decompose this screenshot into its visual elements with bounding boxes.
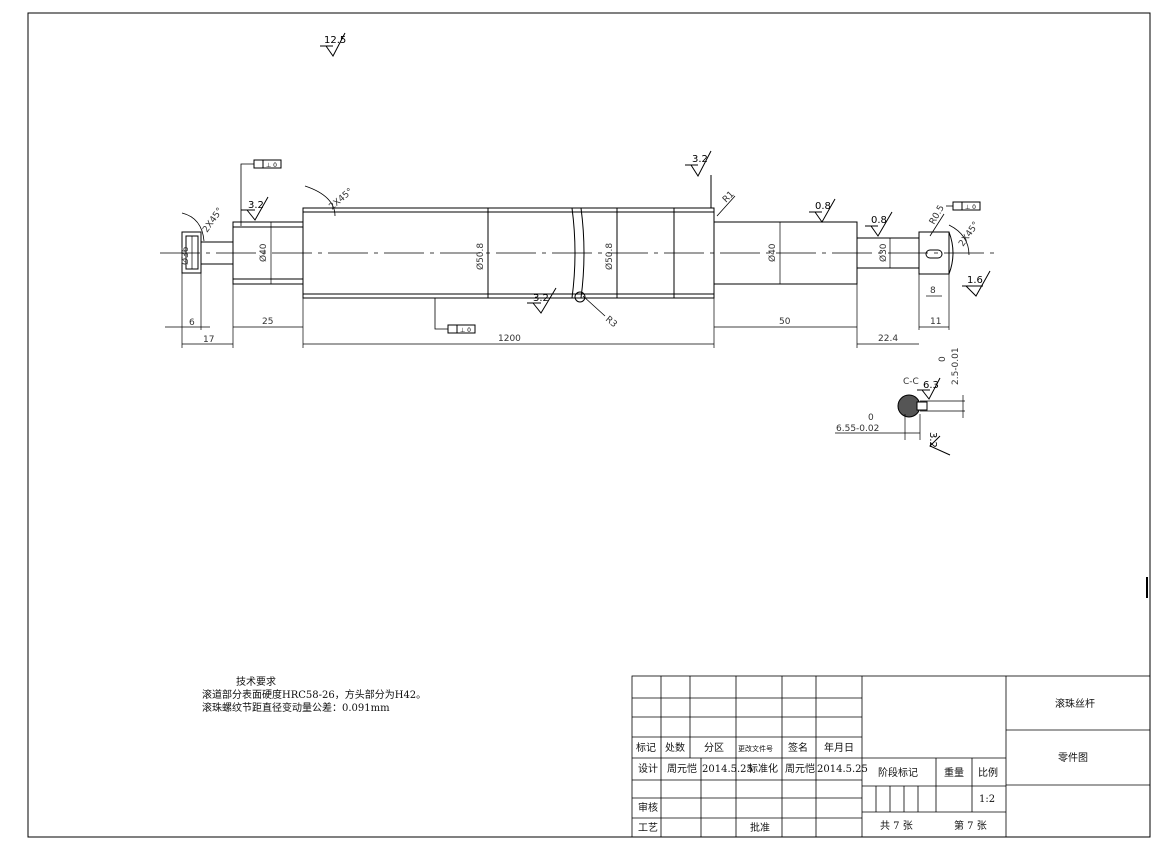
sheet-border [27, 12, 1151, 838]
dia-end: Ø36 [180, 246, 191, 265]
section-width: 6.55-0.02 [836, 424, 879, 434]
hdr-mark: 标记 [636, 742, 656, 754]
roughness-left-journal [241, 196, 269, 221]
gdt-right-value: ⊥ 0 [965, 204, 976, 211]
drawing-type: 零件图 [1058, 752, 1088, 764]
process-label: 工艺 [638, 822, 658, 834]
design-label: 设计 [638, 762, 658, 775]
scale-label: 比例 [978, 766, 998, 779]
general-roughness: 12.5 [320, 32, 346, 57]
hdr-docno: 更改文件号 [738, 744, 773, 753]
section-label: C-C [903, 377, 919, 387]
gdt-frame-left: ⊥ 0 [240, 159, 282, 226]
section-view [835, 377, 965, 456]
dim-25: 25 [262, 317, 273, 327]
roughness-right-a-value: 0.8 [815, 201, 831, 212]
total-sheets: 共 7 张 [880, 820, 913, 832]
dia-508-b: Ø50.8 [604, 243, 615, 270]
general-roughness-value: 12.5 [324, 35, 346, 46]
dia-40-right: Ø40 [767, 243, 778, 262]
tech-req-title: 技术要求 [236, 677, 276, 688]
designer: 周元恺 [667, 762, 697, 775]
tech-req-line-1: 滚道部分表面硬度HRC58-26，方头部分为H42。 [202, 690, 427, 701]
dia-508-a: Ø50.8 [475, 243, 486, 270]
roughness-groove-value: 3.2 [533, 293, 549, 304]
roughness-section-a-value: 6.3 [923, 380, 939, 391]
approve-label: 批准 [750, 821, 770, 834]
hdr-count: 处数 [665, 741, 685, 754]
design-date: 2014.5.25 [702, 764, 753, 775]
title-block [631, 675, 1151, 838]
part-name: 滚珠丝杆 [1055, 697, 1095, 710]
roughness-right-a [809, 198, 836, 223]
dia-40-left: Ø40 [258, 243, 269, 262]
keyed-tip [918, 231, 950, 275]
roughness-left-journal-value: 3.2 [248, 200, 264, 211]
dim-1200: 1200 [498, 334, 521, 344]
stage-label: 阶段标记 [878, 766, 918, 779]
section-depth: 2.5-0.01 [951, 347, 961, 385]
groove-detail-circle [574, 291, 586, 303]
roughness-tip [962, 270, 991, 297]
dim-50: 50 [779, 317, 791, 327]
length-dims [165, 273, 950, 348]
gdt-frame-right: ⊥ 0 [946, 201, 981, 211]
roughness-right-b-value: 0.8 [871, 215, 887, 226]
tech-req-line-2: 滚珠螺纹节距直径变动量公差：0.091mm [202, 703, 390, 714]
radius-r3-label: R3 [603, 315, 619, 330]
technical-requirements: 技术要求 滚道部分表面硬度HRC58-26，方头部分为H42。 滚珠螺纹节距直径… [202, 676, 426, 715]
hdr-zone: 分区 [704, 742, 724, 754]
dim-8: 8 [930, 286, 936, 296]
radius-r05-label: R0.5 [928, 204, 947, 227]
roughness-groove [527, 287, 557, 314]
gdt-frame-bottom: ⊥ 0 [434, 298, 476, 334]
roughness-right-b [865, 211, 893, 237]
dim-11: 11 [930, 317, 941, 327]
chamfer-left-label: 2X45° [201, 206, 225, 235]
dim-6: 6 [189, 318, 195, 328]
hdr-sign: 签名 [788, 741, 808, 754]
review-label: 审核 [638, 801, 658, 814]
dim-224: 22.4 [878, 334, 898, 344]
scale-value: 1:2 [979, 794, 995, 805]
roughness-tip-value: 1.6 [967, 275, 983, 286]
gdt-bottom-value: ⊥ 0 [460, 327, 471, 334]
dim-17: 17 [203, 335, 214, 345]
leaders [181, 185, 970, 317]
roughness-right-top [685, 150, 712, 208]
sheet-no: 第 7 张 [954, 819, 987, 832]
diameter-dims [191, 210, 891, 296]
dia-tip: Ø30 [878, 243, 889, 262]
gdt-left-value: ⊥ 0 [266, 162, 277, 169]
hdr-date: 年月日 [824, 741, 854, 754]
chamfer-right-label: 2X45° [957, 220, 981, 249]
radius-r1-label: R1 [721, 190, 737, 206]
roughness-section-b-value: 3.2 [927, 432, 938, 448]
std-label: 标准化 [748, 762, 778, 775]
square-end [181, 231, 202, 274]
section-width-zero: 0 [868, 413, 874, 423]
section-depth-zero: 0 [938, 356, 948, 362]
weight-label: 重量 [944, 766, 964, 779]
std-date: 2014.5.25 [817, 764, 868, 775]
roughness-right-top-value: 3.2 [692, 154, 708, 165]
std-person: 周元恺 [785, 762, 815, 775]
